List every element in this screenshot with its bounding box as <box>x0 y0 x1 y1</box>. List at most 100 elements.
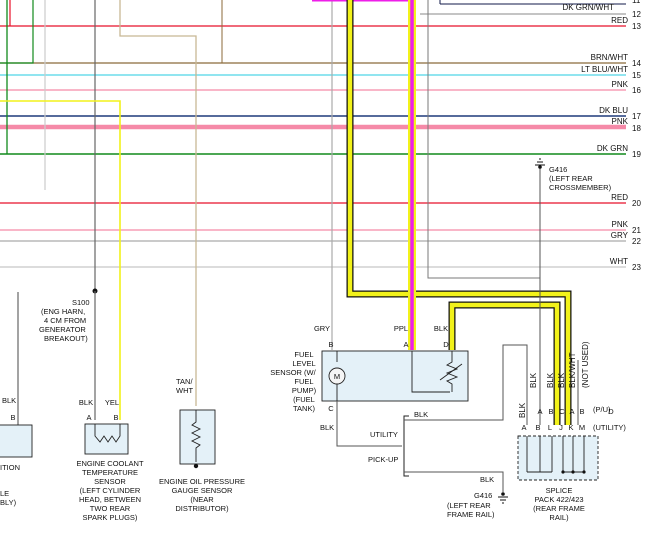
left-name-1: ITION <box>0 463 20 472</box>
fuel-bottom-wire: BLK <box>320 423 334 432</box>
fuel-name-7: TANK) <box>293 404 315 413</box>
horizontal-wires <box>0 3 626 268</box>
ect-name-4: (LEFT CYLINDER <box>80 486 141 495</box>
ect-wire-blk: BLK <box>79 398 93 407</box>
s100-line4: GENERATOR <box>39 325 86 334</box>
wire-num-15: 15 <box>632 71 641 80</box>
fuel-wire-gry: GRY <box>314 324 330 333</box>
splice-bot-pin-6: M <box>579 423 585 432</box>
splice-wire-6: (NOT USED) <box>581 341 590 388</box>
splice-wire-5: BLK/WHT <box>568 352 577 388</box>
splice-top-pin-5: B <box>579 407 584 416</box>
wire-label-20: RED <box>611 193 628 202</box>
left-name-3: BLY) <box>0 498 17 507</box>
fuel-name-4: FUEL <box>294 377 313 386</box>
splice-pack-box <box>517 435 599 481</box>
splice-wire-2: BLK <box>529 372 538 388</box>
splice-top-pin-2: B <box>548 407 553 416</box>
left-wire-label: BLK <box>2 396 16 405</box>
oil-pressure-sensor: TAN/ WHT ENGINE OIL PRESSURE GAUGE SENSO… <box>159 377 245 513</box>
wire-label-15: LT BLU/WHT <box>581 65 628 74</box>
fuel-pin-b: B <box>328 340 333 349</box>
wire-num-21: 21 <box>632 226 641 235</box>
g416-bottom-line1: G416 <box>474 491 492 500</box>
left-name-2: LE <box>0 489 9 498</box>
fuel-motor-symbol: M <box>334 372 340 381</box>
splice-bot-pin-3: L <box>548 423 552 432</box>
fuel-pin-a: A <box>403 340 408 349</box>
ect-name-5: HEAD, BETWEEN <box>79 495 141 504</box>
splice-top-pin-4: A <box>569 407 574 416</box>
fuel-name-6: (FUEL <box>293 395 315 404</box>
oil-name-1: ENGINE OIL PRESSURE <box>159 477 245 486</box>
fuel-name-1: FUEL <box>294 350 313 359</box>
splice-bot-pin-4: J <box>559 423 563 432</box>
splice-utility: (UTILITY) <box>593 423 626 432</box>
oil-wire-line2: WHT <box>176 386 193 395</box>
v-green-2 <box>0 0 34 64</box>
splice-wire-3: BLK <box>546 372 555 388</box>
left-pin-b: B <box>10 413 15 422</box>
ect-pin-a: A <box>86 413 91 422</box>
ect-wire-yel: YEL <box>105 398 119 407</box>
fuel-wire-blk: BLK <box>434 324 448 333</box>
wire-label-23: WHT <box>610 257 628 266</box>
oil-wire-line1: TAN/ <box>176 377 193 386</box>
highlighted-circuit <box>346 0 572 425</box>
left-partial-box <box>0 424 33 458</box>
wire-label-17: DK BLU <box>599 106 628 115</box>
fuel-sensor-box <box>321 350 469 402</box>
wire-num-20: 20 <box>632 199 641 208</box>
g416-top-line3: CROSSMEMBER) <box>549 183 612 192</box>
splice-bot-pin-1: A <box>521 423 526 432</box>
wire-num-17: 17 <box>632 112 641 121</box>
wire-num-13: 13 <box>632 22 641 31</box>
splice-name-1: SPLICE <box>546 486 573 495</box>
wire-label-21: PNK <box>612 220 629 229</box>
v-yellow-ect <box>0 100 121 420</box>
splice-bot-pin-5: K <box>568 423 573 432</box>
switch-utility: UTILITY <box>370 430 398 439</box>
splice-bot-pin-2: B <box>535 423 540 432</box>
splice-top-pin-3: C <box>559 407 565 416</box>
splice-top-pin-6: D <box>608 407 614 416</box>
oil-name-4: DISTRIBUTOR) <box>175 504 229 513</box>
g416-bottom-line3: FRAME RAIL) <box>447 510 495 519</box>
fuel-name-5: PUMP) <box>292 386 317 395</box>
splice-top-pin-1: A <box>537 407 542 416</box>
wire-num-23: 23 <box>632 263 641 272</box>
left-partial-component: BLK B ITION LE BLY) <box>0 292 33 507</box>
g416-bottom-ground: G416 (LEFT REAR FRAME RAIL) <box>447 491 508 519</box>
wire-num-12: 12 <box>632 10 641 19</box>
wire-label-22: GRY <box>611 231 629 240</box>
ect-name-1: ENGINE COOLANT <box>76 459 144 468</box>
fuel-pin-d: D <box>443 340 449 349</box>
wire-num-22: 22 <box>632 237 641 246</box>
wire-label-18: PNK <box>612 117 629 126</box>
s100-splice: S100 (ENG HARN, 4 CM FROM GENERATOR BREA… <box>39 288 98 420</box>
oil-sensor-box <box>179 409 216 465</box>
fuel-name-3: SENSOR (W/ <box>270 368 316 377</box>
splice-name-2: PACK 422/423 <box>534 495 583 504</box>
splice-name-3: (REAR FRAME <box>533 504 585 513</box>
wire-num-14: 14 <box>632 59 641 68</box>
switch-wire: BLK <box>414 410 428 419</box>
splice-wire-1: BLK <box>518 402 527 418</box>
s100-line2: (ENG HARN, <box>41 307 85 316</box>
v-tan-oil <box>119 0 197 406</box>
g416-bottom-line2: (LEFT REAR <box>447 501 491 510</box>
splice-pack: BLK BLK BLK BLK BLK/WHT (NOT USED) A B C… <box>517 341 626 522</box>
ect-sensor: BLK YEL A B ENGINE COOLANT TEMPERATURE S… <box>76 398 144 522</box>
s100-line5: BREAKOUT) <box>44 334 88 343</box>
wire-labels: DK GRN/WHT 11 12 RED 13 BRN/WHT 14 LT BL… <box>562 0 641 272</box>
wire-label-14: BRN/WHT <box>591 53 628 62</box>
fuel-level-sensor: GRY PPL BLK B A D M C BLK FUEL LEVEL SEN… <box>270 324 469 447</box>
utility-pickup-switch: BLK UTILITY PICK-UP BLK <box>368 344 528 492</box>
splice-name-4: RAIL) <box>549 513 569 522</box>
switch-pickup-wire: BLK <box>480 475 494 484</box>
s100-line3: 4 CM FROM <box>44 316 86 325</box>
oil-name-3: (NEAR <box>190 495 214 504</box>
wire-label-13: RED <box>611 16 628 25</box>
wire-num-19: 19 <box>632 150 641 159</box>
